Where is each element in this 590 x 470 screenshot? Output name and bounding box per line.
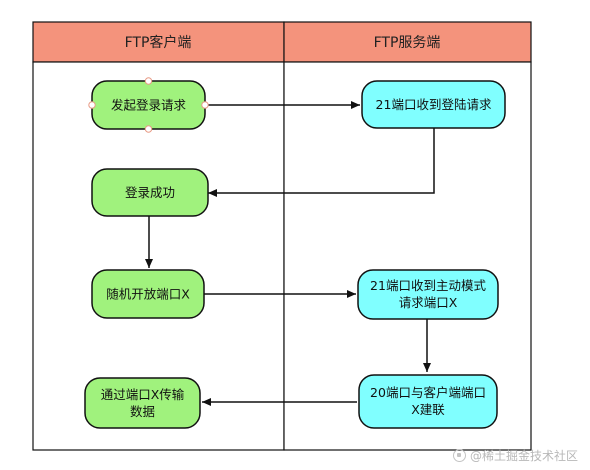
node-login-success[interactable]: 登录成功: [91, 168, 209, 217]
node-open-port-x-label: 随机开放端口X: [106, 287, 190, 302]
handle-top[interactable]: [144, 77, 153, 85]
node-transfer-label-line2: 数据: [130, 404, 155, 419]
node-connect[interactable]: 20端口与客户端端口 X建联: [358, 374, 498, 429]
selection-handles[interactable]: [88, 77, 209, 133]
node-open-port-x[interactable]: 随机开放端口X: [91, 269, 205, 319]
juejin-logo-icon: [452, 449, 466, 462]
connectors: [145, 101, 435, 406]
node-login-success-label: 登录成功: [125, 185, 175, 200]
node-active-mode-label-line2: 请求端口X: [399, 295, 458, 310]
header-server: [283, 21, 532, 63]
watermark: @稀土掘金技术社区: [452, 447, 578, 464]
header-client: [32, 21, 285, 63]
node-active-mode[interactable]: 21端口收到主动模式 请求端口X: [357, 269, 499, 320]
lane-title-server: FTP服务端: [374, 35, 441, 51]
node-port21-login[interactable]: 21端口收到登陆请求: [361, 80, 506, 129]
node-login-request[interactable]: 发起登录请求: [91, 80, 206, 130]
handle-left[interactable]: [88, 101, 96, 109]
node-connect-label-line2: X建联: [411, 402, 445, 417]
handle-right[interactable]: [201, 101, 209, 109]
node-login-request-label: 发起登录请求: [111, 98, 187, 113]
node-transfer[interactable]: 通过端口X传输 数据: [84, 377, 201, 429]
edge-port21-to-login-success: [208, 128, 435, 197]
watermark-text: @稀土掘金技术社区: [469, 449, 578, 463]
node-transfer-label-line1: 通过端口X传输: [101, 387, 185, 402]
node-active-mode-label-line1: 21端口收到主动模式: [370, 278, 486, 293]
handle-bottom[interactable]: [144, 125, 153, 133]
node-port21-login-label: 21端口收到登陆请求: [376, 97, 492, 112]
node-connect-label-line1: 20端口与客户端端口: [370, 385, 486, 400]
lane-title-client: FTP客户端: [125, 34, 192, 51]
